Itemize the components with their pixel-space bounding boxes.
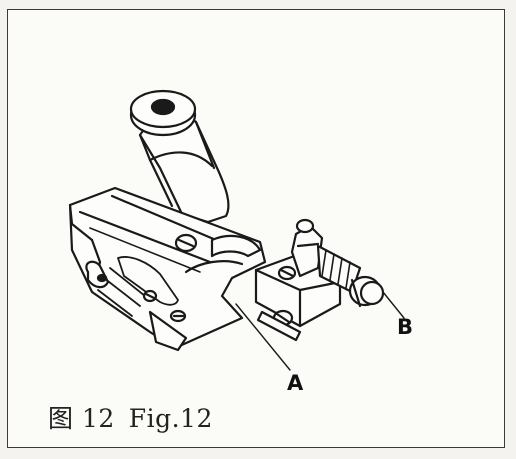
figure-caption: 图 12 Fig.12	[48, 399, 227, 435]
leader-line-b	[382, 291, 405, 319]
plate-slot	[97, 256, 179, 317]
caption-english: Fig.12	[128, 404, 213, 433]
adjuster-post	[290, 218, 324, 278]
front-toe	[85, 260, 188, 352]
caption-chinese: 图 12	[48, 404, 115, 433]
callout-label-a: A	[287, 371, 304, 395]
guide-spring	[184, 234, 262, 274]
mounting-ring	[129, 89, 197, 137]
centre-screw	[142, 233, 198, 303]
leader-line-a	[235, 303, 291, 371]
callout-label-b: B	[397, 315, 414, 339]
knurled-screw-b	[316, 244, 385, 308]
leader-lines	[235, 291, 405, 371]
